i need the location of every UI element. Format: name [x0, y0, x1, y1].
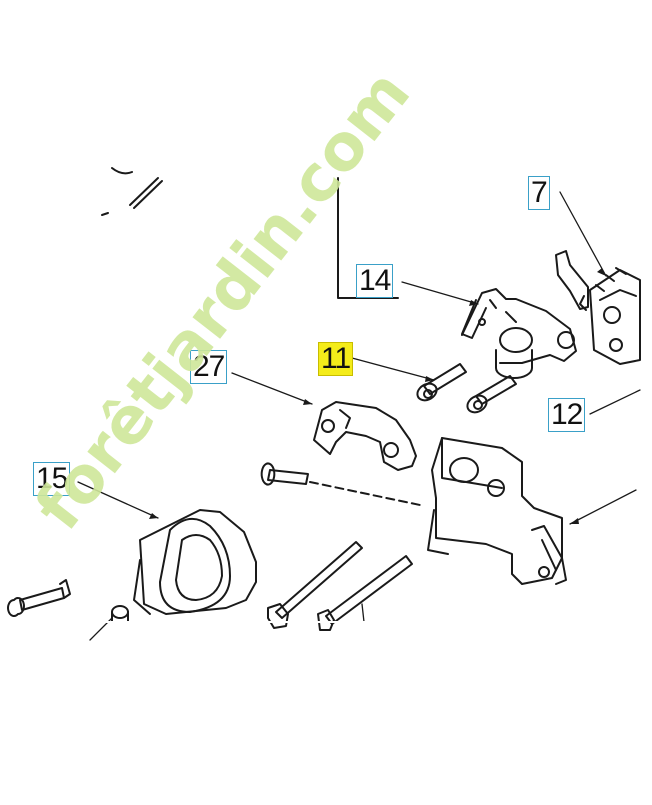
part-7-carburetor: [555, 250, 641, 365]
part-14: [461, 288, 577, 379]
leader-lines: [77, 191, 641, 641]
callout-15: 15: [33, 462, 71, 496]
bolt-small-center: [260, 462, 309, 486]
bolt-left-a: [7, 579, 71, 617]
stud-long-b: [317, 555, 413, 631]
frame-line-14: [337, 177, 399, 299]
stud-long-a: [267, 541, 363, 629]
bolt-11-a: [416, 363, 467, 402]
part-housing: [427, 437, 567, 585]
bolt-left-b: [111, 605, 129, 623]
axis-dashed: [309, 481, 421, 506]
callout-14: 14: [356, 264, 394, 298]
fragment-top-left: [101, 167, 163, 216]
callout-27: 27: [190, 350, 228, 384]
callout-7: 7: [528, 176, 550, 210]
bolt-11-b: [466, 375, 517, 414]
callout-11: 11: [318, 342, 354, 376]
part-15-gasket: [133, 509, 257, 615]
leader-arrowheads: [149, 268, 606, 524]
callout-12: 12: [548, 398, 586, 432]
part-27-bracket: [313, 401, 417, 471]
